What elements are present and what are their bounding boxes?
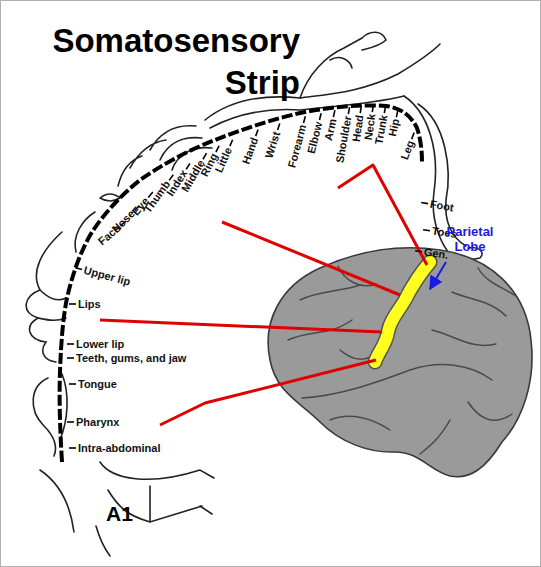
tick-mark [333,110,334,117]
tick-mark [256,130,258,137]
brain [268,248,532,477]
neck-outline [40,462,214,556]
tick-mark [67,421,74,423]
tick-mark [396,110,397,117]
pointer-arrow [430,262,446,289]
tick-mark [423,229,430,232]
lips-outline [26,232,62,362]
leader-line [222,222,400,295]
tick-mark [415,250,422,253]
leader-line [338,165,427,265]
leader-line [160,360,376,425]
somatosensory-strip [375,262,430,362]
arm-outline [300,32,386,98]
leader-line [100,320,382,332]
tick-mark [216,146,219,152]
tick-mark [75,268,82,270]
body-part-label: Pharynx [76,416,119,429]
arm-outline [330,58,352,68]
tick-mark [371,105,374,112]
lips-outline [38,290,66,320]
sulcus [302,365,492,398]
diagram-title: Somatosensory Strip [40,20,300,104]
tick-mark [384,106,385,113]
body-part-label: Intra-abdominal [78,442,161,455]
leader-lines [100,165,427,425]
tick-mark [421,202,428,203]
tick-mark [69,383,76,385]
tick-mark [230,140,233,146]
sulcus [340,350,372,359]
tick-mark [359,106,362,113]
region-label: Parietal Lobe [436,224,504,254]
tick-mark [67,357,74,359]
tick-marks [67,105,430,448]
tick-mark [304,116,306,123]
tick-mark [67,343,74,345]
body-part-label: Tongue [78,378,117,391]
sulcus [330,416,390,430]
body-part-label: Teeth, gums, and jaw [76,352,186,365]
sulcus [300,285,360,300]
sulcus [468,402,512,420]
tick-mark [348,107,349,114]
body-part-label: Lips [78,298,101,311]
area-label: A1 [106,502,133,525]
tick-mark [412,133,414,140]
tick-mark [319,113,321,120]
sulcus [478,268,516,296]
tick-mark [69,303,76,305]
sulcus [452,292,506,316]
homunculus [26,32,482,556]
strip-outline [375,262,430,362]
sulcus [420,420,450,454]
tick-mark [69,447,76,449]
sulcus [432,330,496,345]
tick-mark [278,123,280,130]
body-part-label: Lower lip [76,338,124,351]
